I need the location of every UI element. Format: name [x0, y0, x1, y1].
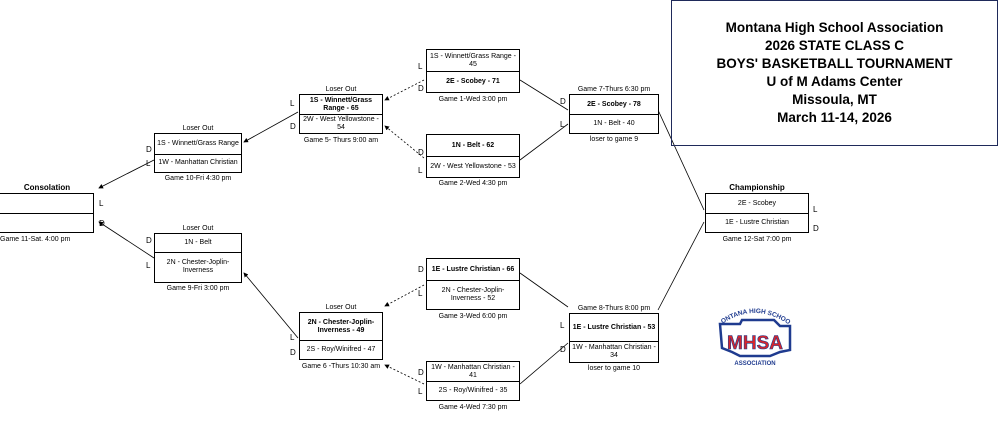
side-l: L [290, 99, 295, 108]
game-11-caption: Game 11-Sat. 4:00 pm [0, 236, 71, 243]
game-11-team1 [0, 194, 93, 214]
game-10-team2: 1W - Manhattan Christian [158, 159, 238, 166]
game-5-team1: 1S - Winnett/Grass Range - 65 [300, 95, 382, 115]
game-4-box: 1W - Manhattan Christian - 41 2S - Roy/W… [426, 361, 520, 401]
game-8-caption: loser to game 10 [587, 365, 641, 372]
side-l: L [560, 120, 565, 129]
side-d: D [418, 265, 424, 274]
game-7-caption: loser to game 9 [589, 136, 639, 143]
game-7-box: 2E - Scobey - 78 1N - Belt - 40 [569, 94, 659, 134]
game-12-header: Championship [729, 183, 785, 192]
game-11-team2 [0, 213, 93, 232]
side-d: D [99, 219, 105, 228]
side-l: L [290, 333, 295, 342]
game-5-box: 1S - Winnett/Grass Range - 65 2W - West … [299, 94, 383, 134]
game-1-caption: Game 1-Wed 3:00 pm [438, 96, 508, 103]
game-12-caption: Game 12-Sat 7:00 pm [722, 236, 792, 243]
game-12-team2: 1E - Lustre Christian [725, 218, 789, 226]
title-line-4: U of M Adams Center [766, 74, 903, 89]
side-l: L [418, 387, 423, 396]
side-l: L [146, 261, 151, 270]
mhsa-logo: MONTANA HIGH SCHOOL MHSA ASSOCIATION [710, 300, 791, 367]
game-10-caption: Game 10-Fri 4:30 pm [164, 175, 232, 182]
side-d: D [146, 145, 152, 154]
logo-letters: MHSA [727, 333, 783, 354]
game-3-caption: Game 3-Wed 6:00 pm [438, 313, 508, 320]
game-8-box: 1E - Lustre Christian - 53 1W - Manhatta… [569, 313, 659, 363]
side-d: D [418, 368, 424, 377]
game-1-team1: 1S - Winnett/Grass Range - 45 [427, 50, 519, 72]
title-line-5: Missoula, MT [792, 92, 877, 107]
logo-arc-text: MONTANA HIGH SCHOOL [710, 300, 791, 326]
game-2-caption: Game 2-Wed 4:30 pm [438, 180, 508, 187]
game-5-caption: Game 5- Thurs 9:00 am [303, 137, 379, 144]
side-l: L [418, 166, 423, 175]
game-2-box: 1N - Belt - 62 2W - West Yellowstone - 5… [426, 134, 520, 178]
game-1-team2: 2E - Scobey - 71 [446, 77, 500, 85]
side-d: D [560, 345, 566, 354]
side-l: L [146, 159, 151, 168]
side-l: L [99, 199, 104, 208]
title-line-3: BOYS' BASKETBALL TOURNAMENT [716, 56, 953, 71]
side-l: L [418, 62, 423, 71]
title-line-6: March 11-14, 2026 [777, 110, 892, 125]
game-9-header: Loser Out [182, 225, 214, 232]
game-1-box: 1S - Winnett/Grass Range - 45 2E - Scobe… [426, 49, 520, 93]
game-6-box: 2N - Chester-Joplin-Inverness - 49 2S - … [299, 312, 383, 360]
title-line-2: 2026 STATE CLASS C [764, 38, 905, 53]
game-12-box: 2E - Scobey 1E - Lustre Christian [705, 193, 809, 233]
side-d: D [560, 97, 566, 106]
side-d: D [418, 84, 424, 93]
game-8-team1: 1E - Lustre Christian - 53 [570, 314, 658, 342]
side-l: L [813, 205, 818, 214]
game-2-team2: 2W - West Yellowstone - 53 [430, 162, 516, 170]
side-l: L [418, 289, 423, 298]
side-d: D [146, 236, 152, 245]
title-line-1: Montana High School Association [725, 20, 944, 35]
game-9-caption: Game 9-Fri 3:00 pm [166, 285, 230, 292]
game-3-team1: 1E - Lustre Christian - 66 [427, 259, 519, 281]
game-10-header: Loser Out [182, 125, 214, 132]
game-4-caption: Game 4-Wed 7:30 pm [438, 404, 508, 411]
game-8-header: Game 8-Thurs 8:00 pm [577, 305, 651, 312]
game-6-header: Loser Out [325, 304, 357, 311]
game-9-team1: 1N - Belt [155, 234, 241, 253]
game-8-team2: 1W - Manhattan Christian - 34 [572, 343, 656, 359]
game-6-team2: 2S - Roy/Winifred - 47 [306, 345, 376, 353]
game-9-team2: 2N - Chester-Joplin-Inverness [166, 259, 230, 274]
game-2-team1: 1N - Belt - 62 [427, 135, 519, 157]
game-7-header: Game 7-Thurs 6:30 pm [577, 86, 651, 93]
game-4-team2: 2S - Roy/Winifred - 35 [438, 386, 508, 394]
side-d: D [418, 148, 424, 157]
game-6-caption: Game 6 -Thurs 10:30 am [301, 363, 381, 370]
side-d: D [813, 224, 819, 233]
game-6-team1: 2N - Chester-Joplin-Inverness - 49 [300, 313, 382, 341]
side-d: D [290, 348, 296, 357]
game-3-box: 1E - Lustre Christian - 66 2N - Chester-… [426, 258, 520, 310]
side-d: D [290, 122, 296, 131]
game-10-box: 1S - Winnett/Grass Range 1W - Manhattan … [154, 133, 242, 173]
game-4-team1: 1W - Manhattan Christian - 41 [427, 362, 519, 382]
game-12-team1: 2E - Scobey [706, 194, 808, 214]
logo-bottom-text: ASSOCIATION [734, 361, 775, 367]
game-5-team2: 2W - West Yellowstone - 54 [303, 115, 379, 131]
game-3-team2: 2N - Chester-Joplin-Inverness - 52 [441, 286, 505, 302]
game-10-team1: 1S - Winnett/Grass Range [155, 134, 241, 155]
game-11-header: Consolation [23, 183, 71, 192]
game-5-header: Loser Out [325, 86, 357, 93]
game-9-box: 1N - Belt 2N - Chester-Joplin-Inverness [154, 233, 242, 283]
game-7-team2: 1N - Belt - 40 [593, 119, 635, 127]
game-11-box [0, 193, 94, 233]
side-l: L [560, 321, 565, 330]
game-7-team1: 2E - Scobey - 78 [570, 95, 658, 115]
tournament-title-box: Montana High School Association 2026 STA… [671, 0, 998, 146]
